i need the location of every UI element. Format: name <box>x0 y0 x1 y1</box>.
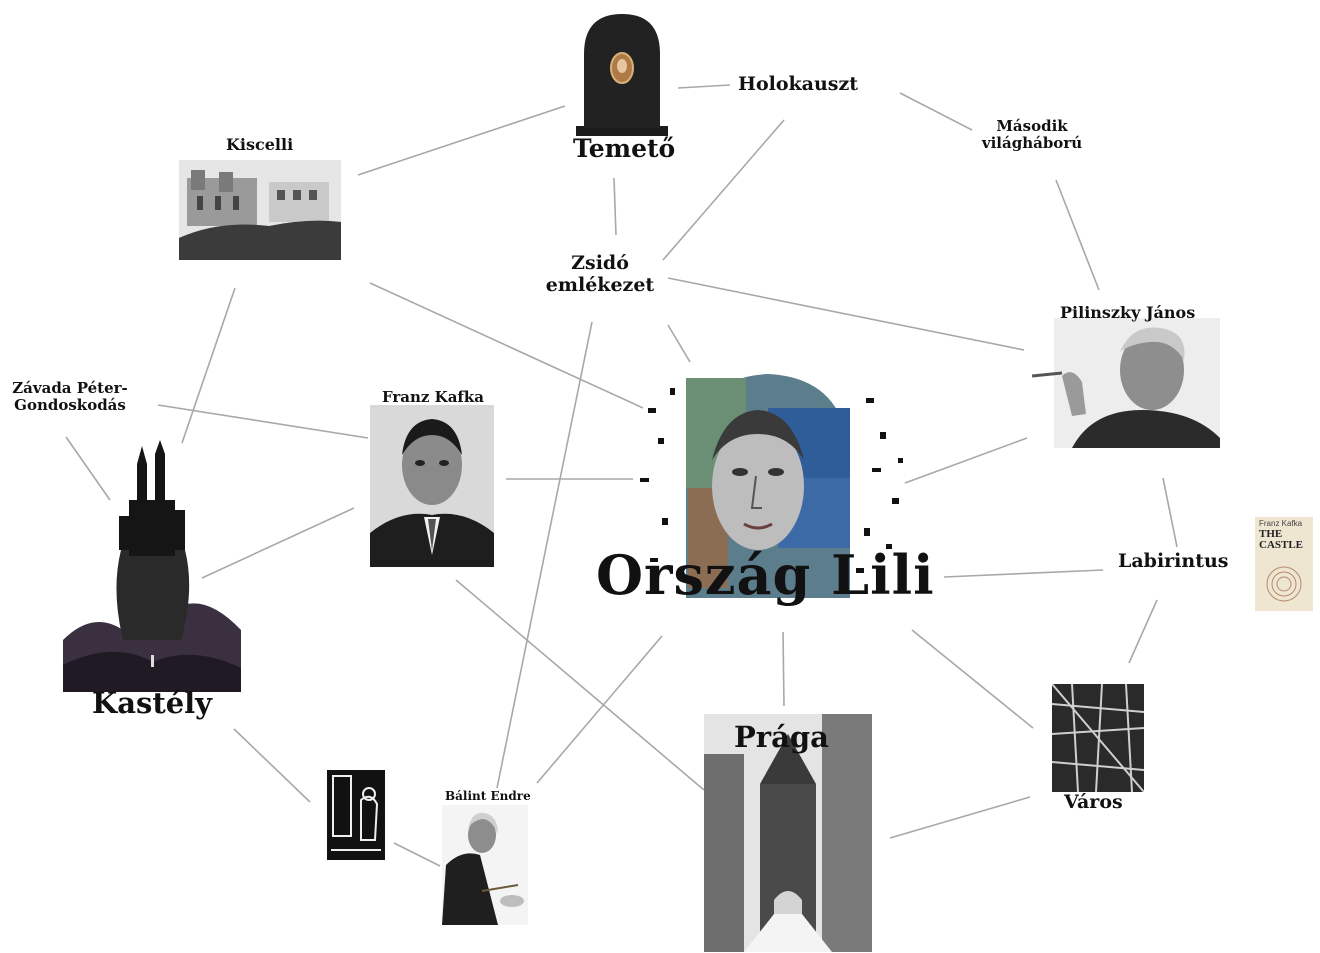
edge-zavada-kastely <box>65 436 111 501</box>
book-author: Franz Kafka <box>1259 519 1303 528</box>
edge-holokauszt-zsido <box>662 119 785 261</box>
castle-illustration <box>63 440 241 692</box>
the-castle-book-cover: Franz Kafka THE CASTLE <box>1255 517 1313 611</box>
gravestone-image <box>576 12 668 136</box>
node-zsido-line2: emlékezet <box>545 273 655 296</box>
pilinszky-photo <box>1032 318 1220 448</box>
node-balint-endre: Bálint Endre <box>445 789 531 803</box>
edge-zsido-pilinszky <box>667 277 1025 351</box>
edge-kastely-woodcut <box>233 728 311 803</box>
edge-center-labirintus <box>943 569 1104 578</box>
edge-zsido-center <box>667 324 691 363</box>
node-masodik-vilaghaboru: Második világháború <box>977 117 1087 153</box>
edge-temeto-holokauszt <box>677 84 731 89</box>
node-kafka: Franz Kafka <box>382 388 484 406</box>
kiscelli-photo <box>179 160 341 260</box>
center-title: Ország Lili <box>596 543 935 607</box>
node-masodik-line1: Második <box>996 117 1068 135</box>
node-praga: Prága <box>734 720 829 754</box>
edge-kiscelli-temeto <box>357 105 566 176</box>
node-kastely: Kastély <box>92 686 213 720</box>
orszag-lili-portrait <box>628 368 950 618</box>
node-zavada-line2: Gondoskodás <box>14 396 126 415</box>
node-kiscelli: Kiscelli <box>226 135 294 154</box>
edge-temeto-zsido <box>613 177 617 236</box>
node-varos: Város <box>1064 791 1123 813</box>
node-holokauszt: Holokauszt <box>738 73 859 95</box>
edge-center-varos <box>911 629 1034 729</box>
node-zavada: Závada Péter- Gondoskodás <box>8 379 132 415</box>
node-temeto: Temető <box>573 134 676 163</box>
edge-zsido-balint <box>496 321 593 789</box>
edge-center-praga <box>782 631 785 707</box>
edge-zavada-kafka <box>157 404 369 439</box>
edge-varos-praga <box>889 796 1031 839</box>
node-masodik-line2: világháború <box>981 134 1083 153</box>
node-labirintus: Labirintus <box>1118 550 1229 572</box>
node-zavada-line1: Závada Péter- <box>12 379 128 397</box>
node-zsido-line1: Zsidó <box>571 252 629 274</box>
node-pilinszky: Pilinszky János <box>1060 303 1196 322</box>
kafka-photo <box>370 405 494 567</box>
edge-masodik-pilinszky <box>1055 179 1100 291</box>
edge-pilinszky-labirintus <box>1162 477 1178 548</box>
edge-center-pilinszky <box>904 437 1028 484</box>
balint-endre-photo <box>442 805 528 925</box>
node-zsido-emlekezet: Zsidó emlékezet <box>534 252 666 297</box>
woodcut-image <box>327 770 385 860</box>
city-map-image <box>1052 684 1144 792</box>
edge-kafka-praga <box>455 579 705 791</box>
edge-kiscelli-kastely <box>181 287 236 444</box>
prague-tower-photo <box>704 714 872 952</box>
edge-center-balint <box>536 635 663 784</box>
book-title-line1: THE <box>1259 528 1283 540</box>
edge-holokauszt-masodik <box>899 92 973 131</box>
edge-kafka-kastely <box>201 507 355 579</box>
edge-woodcut-balint <box>393 842 441 867</box>
edge-labirintus-varos <box>1128 599 1158 664</box>
book-title-line2: CASTLE <box>1259 539 1304 551</box>
edge-kiscelli-center <box>369 282 644 409</box>
